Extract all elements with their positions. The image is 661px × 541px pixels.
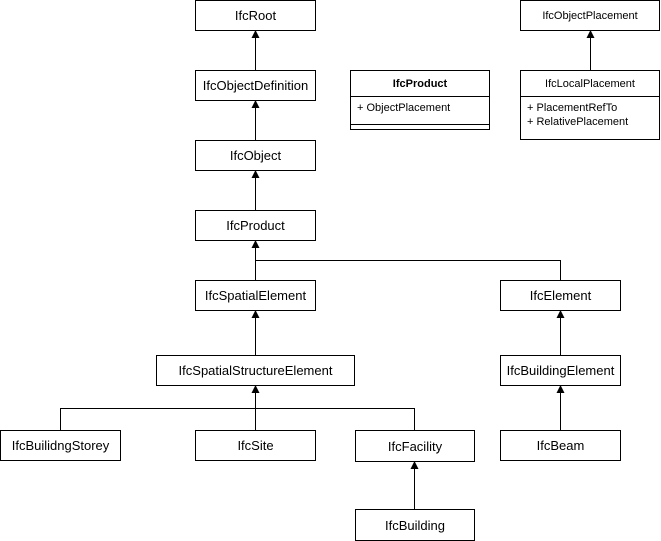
uml-attribute: + RelativePlacement [527, 116, 629, 128]
class-ifcbuildingelement[interactable]: IfcBuildingElement [500, 355, 621, 386]
class-ifcspatialstructureelement[interactable]: IfcSpatialStructureElement [156, 355, 355, 386]
class-ifcfacility[interactable]: IfcFacility [355, 430, 475, 462]
class-ifcelement[interactable]: IfcElement [500, 280, 621, 311]
class-ifcspatialelement[interactable]: IfcSpatialElement [195, 280, 316, 311]
class-ifcroot[interactable]: IfcRoot [195, 0, 316, 31]
uml-attribute: + PlacementRefTo [527, 102, 618, 114]
uml-attribute-list: + ObjectPlacement [351, 97, 489, 115]
class-ifcsite[interactable]: IfcSite [195, 430, 316, 461]
uml-class-ifcproduct[interactable]: IfcProduct + ObjectPlacement [350, 70, 490, 130]
class-ifcobject[interactable]: IfcObject [195, 140, 316, 171]
class-ifcbuilding[interactable]: IfcBuilding [355, 509, 475, 541]
uml-attribute-list: + PlacementRefTo + RelativePlacement [521, 97, 659, 129]
edge-facility-to-spatialstructure [255, 408, 415, 430]
uml-attribute: + ObjectPlacement [357, 102, 451, 114]
class-ifcobjectdefinition[interactable]: IfcObjectDefinition [195, 70, 316, 101]
edge-element-to-product [255, 260, 561, 280]
uml-class-title: IfcLocalPlacement [521, 71, 659, 97]
class-ifcproduct[interactable]: IfcProduct [195, 210, 316, 241]
class-ifcobjectplacement[interactable]: IfcObjectPlacement [520, 0, 660, 31]
edge-storey-to-spatialstructure [60, 408, 256, 430]
uml-method-divider [351, 124, 489, 125]
class-ifcbuilidngstorey[interactable]: IfcBuilidngStorey [0, 430, 121, 461]
uml-class-ifclocalplacement[interactable]: IfcLocalPlacement + PlacementRefTo + Rel… [520, 70, 660, 140]
uml-class-title: IfcProduct [351, 71, 489, 97]
class-ifcbeam[interactable]: IfcBeam [500, 430, 621, 461]
